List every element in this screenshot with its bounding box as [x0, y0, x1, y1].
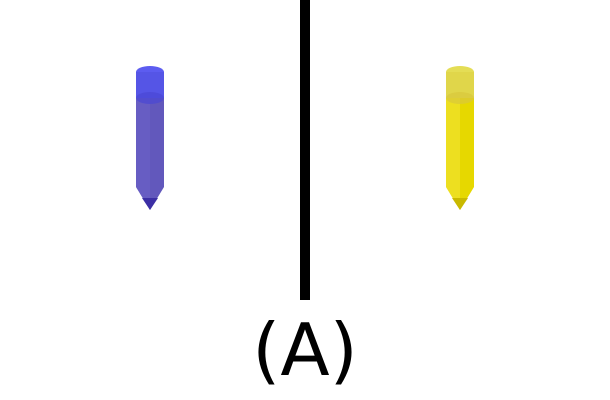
panel-label: (A)	[252, 308, 358, 392]
divider-line	[300, 0, 310, 300]
yellow-crayon-icon	[446, 66, 474, 210]
blue-crayon-icon	[136, 66, 164, 210]
